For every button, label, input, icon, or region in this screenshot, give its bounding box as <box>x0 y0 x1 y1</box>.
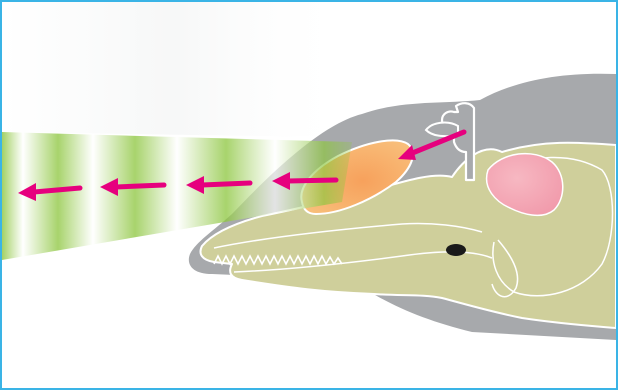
eye <box>446 244 466 256</box>
background-haze <box>2 2 352 137</box>
